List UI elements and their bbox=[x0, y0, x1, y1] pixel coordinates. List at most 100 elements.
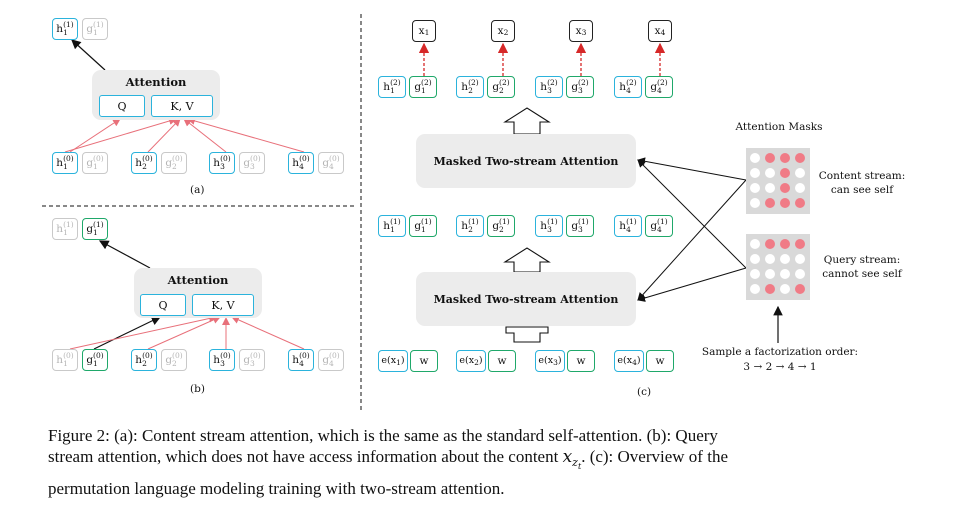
layer2-g3: g(2)3 bbox=[566, 76, 594, 98]
query-mask-dot bbox=[795, 254, 805, 264]
panel-a-h1: h(0)1 bbox=[52, 152, 78, 174]
layer1-h3: h(1)3 bbox=[535, 215, 563, 237]
panel-a-attention-title: Attention bbox=[125, 75, 187, 89]
layer2-h1: h(2)1 bbox=[378, 76, 406, 98]
panel-b-attention-title: Attention bbox=[167, 273, 229, 287]
panel-a-top-g: g(1)1 bbox=[82, 18, 108, 40]
content-mask-dot bbox=[750, 198, 760, 208]
panel-b-g3: g(0)3 bbox=[239, 349, 265, 371]
caption-math: xzt bbox=[562, 447, 582, 472]
layer1-g4: g(1)4 bbox=[645, 215, 673, 237]
caption-line-2b: . (c): Overview of the bbox=[581, 447, 728, 466]
panel-b-h3: h(0)3 bbox=[209, 349, 235, 371]
query-mask-dot bbox=[780, 269, 790, 279]
mask-arrow-3 bbox=[637, 159, 747, 269]
content-mask-dot bbox=[795, 168, 805, 178]
content-mask-dot bbox=[765, 168, 775, 178]
panel-b-g4: g(0)4 bbox=[318, 349, 344, 371]
content-mask-dot bbox=[750, 183, 760, 193]
mask-arrow-4 bbox=[637, 267, 747, 302]
query-mask-dot bbox=[795, 239, 805, 249]
content-mask-dot bbox=[765, 198, 775, 208]
arrow-b-red-3 bbox=[231, 316, 305, 350]
arrow-a-red-5 bbox=[187, 117, 305, 153]
panel-a-h2: h(0)2 bbox=[131, 152, 157, 174]
arrow-b-red-0 bbox=[69, 314, 217, 350]
query-mask-dot bbox=[780, 254, 790, 264]
layer1-g2: g(1)2 bbox=[487, 215, 515, 237]
factorization-order: 3 → 2 → 4 → 1 bbox=[743, 361, 817, 373]
panel-b-h2: h(0)2 bbox=[131, 349, 157, 371]
panel-b-q-box: Q bbox=[140, 294, 186, 316]
mask-arrow-2 bbox=[637, 179, 747, 301]
content-mask-dot bbox=[795, 153, 805, 163]
content-mask-dot bbox=[780, 198, 790, 208]
query-mask-dot bbox=[765, 269, 775, 279]
content-stream-label-2: can see self bbox=[830, 184, 894, 196]
panel-a-g4: g(0)4 bbox=[318, 152, 344, 174]
factorization-label: Sample a factorization order: bbox=[701, 346, 859, 358]
hollow-arrow-bottom bbox=[505, 326, 549, 343]
arrow-a-red-3 bbox=[147, 118, 181, 153]
mask-arrow-1 bbox=[637, 157, 747, 181]
query-mask-dot bbox=[780, 239, 790, 249]
panel-b-top-g: g(1)1 bbox=[82, 218, 108, 240]
layer2-h3: h(2)3 bbox=[535, 76, 563, 98]
input-w3: w bbox=[567, 350, 595, 372]
content-mask-dot bbox=[780, 153, 790, 163]
query-mask-dot bbox=[765, 254, 775, 264]
panel-b-h4: h(0)4 bbox=[288, 349, 314, 371]
panel-a-h4: h(0)4 bbox=[288, 152, 314, 174]
hollow-arrow-top bbox=[503, 107, 551, 135]
layer1-h4: h(1)4 bbox=[614, 215, 642, 237]
query-mask-dot bbox=[750, 284, 760, 294]
arrow-b-red-1 bbox=[147, 316, 221, 350]
masked-attention-title-bottom: Masked Two-stream Attention bbox=[433, 293, 619, 306]
query-mask-dot bbox=[750, 269, 760, 279]
panel-b-h1: h(0)1 bbox=[52, 349, 78, 371]
panel-b-g2: g(0)2 bbox=[161, 349, 187, 371]
arrow-b-black-up bbox=[98, 240, 151, 269]
content-mask-dot bbox=[765, 153, 775, 163]
content-mask-dot bbox=[750, 153, 760, 163]
layer1-h1: h(1)1 bbox=[378, 215, 406, 237]
arrow-a-red-2 bbox=[64, 117, 177, 153]
layer2-h2: h(2)2 bbox=[456, 76, 484, 98]
layer2-g1: g(2)1 bbox=[409, 76, 437, 98]
caption-line-2a: stream attention, which does not have ac… bbox=[48, 447, 559, 466]
panel-a-g3: g(0)3 bbox=[239, 152, 265, 174]
caption-line-1: Figure 2: (a): Content stream attention,… bbox=[48, 426, 718, 445]
input-w4: w bbox=[646, 350, 674, 372]
attention-masks-title: Attention Masks bbox=[735, 121, 823, 133]
arrow-a-black-up bbox=[71, 39, 106, 71]
content-mask-dot bbox=[750, 168, 760, 178]
panel-a-label: (a) bbox=[190, 184, 205, 196]
input-w1: w bbox=[410, 350, 438, 372]
query-mask-dot bbox=[780, 284, 790, 294]
query-mask-dot bbox=[795, 284, 805, 294]
masked-attention-block-bottom bbox=[416, 272, 636, 326]
panel-a-g1: g(0)1 bbox=[82, 152, 108, 174]
masked-attention-block-top bbox=[416, 134, 636, 188]
caption-line-2: stream attention, which does not have ac… bbox=[48, 446, 928, 478]
query-stream-label-1: Query stream: bbox=[823, 254, 901, 266]
input-w2: w bbox=[488, 350, 516, 372]
arrow-a-red-1 bbox=[69, 118, 121, 153]
query-mask-dot bbox=[750, 254, 760, 264]
panel-c-label: (c) bbox=[637, 386, 652, 398]
layer2-g4: g(2)4 bbox=[645, 76, 673, 98]
layer1-h2: h(1)2 bbox=[456, 215, 484, 237]
arrow-b-black-q bbox=[93, 316, 162, 350]
panel-a-g2: g(0)2 bbox=[161, 152, 187, 174]
caption-line-3: permutation language modeling training w… bbox=[48, 478, 505, 498]
panel-a-q-box: Q bbox=[99, 95, 145, 117]
figure-caption: Figure 2: (a): Content stream attention,… bbox=[48, 425, 928, 499]
panel-b-top-h: h(1)1 bbox=[52, 218, 78, 240]
content-mask-dot bbox=[795, 183, 805, 193]
